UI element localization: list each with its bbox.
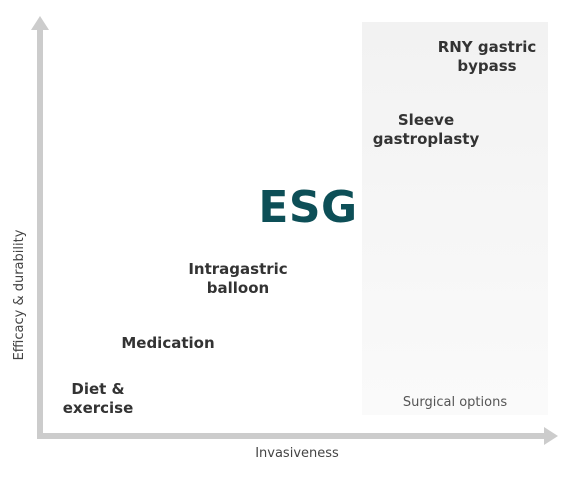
esg-highlight-label: ESG	[258, 182, 358, 233]
item-sleeve-line1: Sleeve	[397, 111, 455, 129]
item-intragastric-balloon: Intragastric balloon	[178, 260, 298, 298]
item-medication-label: Medication	[121, 334, 215, 352]
item-balloon-line1: Intragastric	[188, 260, 288, 278]
item-diet-line2: exercise	[62, 399, 134, 417]
y-axis-label: Efficacy & durability	[12, 229, 27, 361]
item-sleeve-line2: gastroplasty	[372, 130, 480, 148]
surgical-options-region	[362, 22, 548, 415]
item-diet-exercise: Diet & exercise	[48, 380, 148, 418]
x-axis-label: Invasiveness	[255, 446, 339, 461]
item-rny-line2: bypass	[457, 57, 517, 75]
item-balloon-line2: balloon	[206, 279, 270, 297]
y-axis-arrowhead	[31, 16, 49, 30]
item-medication: Medication	[108, 334, 228, 353]
item-rny-gastric-bypass: RNY gastric bypass	[427, 38, 547, 76]
item-diet-line1: Diet &	[71, 380, 125, 398]
surgical-options-label: Surgical options	[402, 395, 508, 410]
x-axis-arrowhead	[544, 427, 558, 445]
item-rny-line1: RNY gastric	[437, 38, 537, 56]
item-sleeve-gastroplasty: Sleeve gastroplasty	[366, 111, 486, 149]
